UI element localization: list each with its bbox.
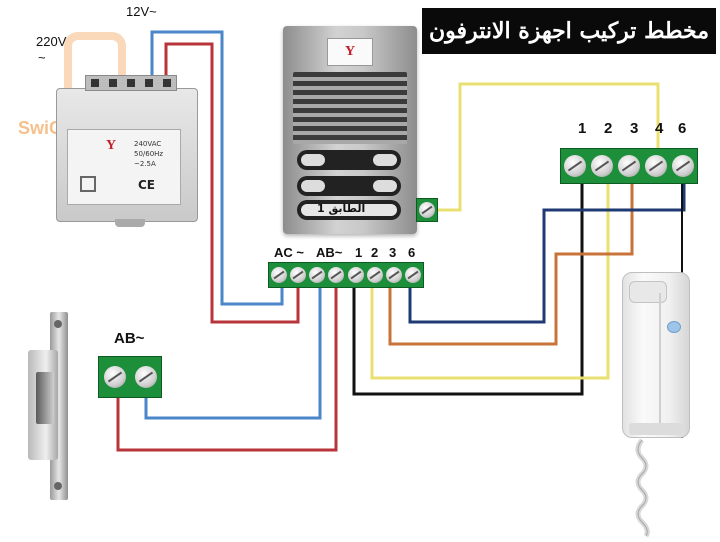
- handset-screw-2[interactable]: [590, 155, 613, 177]
- panel-screw-2[interactable]: [289, 267, 306, 283]
- panel-terminal-block: [268, 262, 424, 288]
- panel-screw-7[interactable]: [386, 267, 403, 283]
- lock-terminal-block: [98, 356, 162, 398]
- wire-orange-3: [388, 165, 634, 346]
- handset-screw-4[interactable]: [645, 155, 668, 177]
- handset-earpiece: [629, 281, 667, 303]
- panel-screw-6[interactable]: [366, 267, 383, 283]
- wire-blue-supply: [150, 30, 284, 306]
- lock-terminal-label: AB~: [114, 330, 145, 347]
- call-button-3[interactable]: الطابق 1: [297, 200, 401, 220]
- panel-terminal-label-1: 1: [355, 245, 363, 260]
- panel-screw-8[interactable]: [405, 267, 422, 283]
- panel-brand-logo: Y: [344, 44, 356, 59]
- psu-spec-1: 50/60Hz: [134, 150, 164, 158]
- call-button-2[interactable]: [297, 176, 401, 196]
- strike-screw-top: [54, 320, 62, 328]
- intercom-handset: [622, 272, 690, 438]
- panel-terminal-label-6: 6: [408, 245, 416, 260]
- psu-terminal-strip: [85, 75, 177, 91]
- strike-screw-bottom: [54, 482, 62, 490]
- panel-terminal-label-ab: AB~: [316, 245, 343, 260]
- door-panel: Y الطابق 1: [283, 26, 417, 234]
- psu-label-plate: Y 240VAC 50/60Hz ~2.5A CE: [67, 129, 181, 205]
- floor-label: الطابق 1: [317, 202, 366, 215]
- panel-terminal-label-ac: AC ~: [274, 245, 304, 260]
- electric-strike-lock: [26, 312, 72, 500]
- output-voltage-label: 12V~: [126, 4, 157, 19]
- handset-terminal-block: [560, 148, 698, 184]
- ce-mark-icon: CE: [138, 178, 156, 192]
- panel-screw-4[interactable]: [328, 267, 345, 283]
- speaker-grille: [293, 72, 407, 144]
- panel-terminal-label-3: 3: [389, 245, 397, 260]
- psu-indicator-icon: [80, 176, 96, 192]
- handset-terminal-label-3: 3: [630, 120, 639, 137]
- handset-terminal-label-1: 1: [578, 120, 587, 137]
- psu-spec-0: 240VAC: [134, 140, 162, 148]
- panel-logo-plate: Y: [327, 38, 373, 66]
- panel-screw-3[interactable]: [309, 267, 326, 283]
- wire-red-supply: [164, 42, 300, 324]
- wire-red-lock: [116, 280, 338, 452]
- handset-screw-1[interactable]: [563, 155, 586, 177]
- wire-blue-lock: [144, 280, 322, 420]
- handset-terminal-label-4: 4: [655, 120, 664, 137]
- psu-brand-logo: Y: [106, 138, 117, 153]
- wire-black-1: [352, 165, 584, 396]
- handset-body-line: [659, 293, 661, 423]
- wire-yellow-2: [370, 165, 610, 380]
- din-rail-clip: [115, 219, 145, 227]
- handset-base: [629, 423, 683, 435]
- handset-door-button[interactable]: [667, 321, 681, 333]
- wire-navy-6: [408, 165, 686, 324]
- panel-screw-1[interactable]: [270, 267, 287, 283]
- input-ac-symbol: ~: [38, 50, 46, 65]
- power-supply-unit: Y 240VAC 50/60Hz ~2.5A CE: [56, 75, 198, 227]
- handset-terminal-label-2: 2: [604, 120, 613, 137]
- lock-screw-1[interactable]: [103, 366, 126, 388]
- handset-screw-6[interactable]: [672, 155, 695, 177]
- lock-screw-2[interactable]: [134, 366, 157, 388]
- handset-screw-3[interactable]: [617, 155, 640, 177]
- strike-latch: [36, 372, 54, 424]
- wire-yellow-4: [426, 82, 660, 212]
- handset-terminal-label-6: 6: [678, 120, 687, 137]
- call-button-1[interactable]: [297, 150, 401, 170]
- panel-side-screw[interactable]: [419, 202, 435, 218]
- diagram-title: مخطط تركيب اجهزة الانترفون: [422, 8, 716, 54]
- input-voltage-label: 220V: [36, 34, 67, 49]
- panel-terminal-label-2: 2: [371, 245, 379, 260]
- panel-screw-5[interactable]: [347, 267, 364, 283]
- psu-spec-2: ~2.5A: [134, 160, 156, 168]
- panel-side-terminal: [416, 198, 438, 222]
